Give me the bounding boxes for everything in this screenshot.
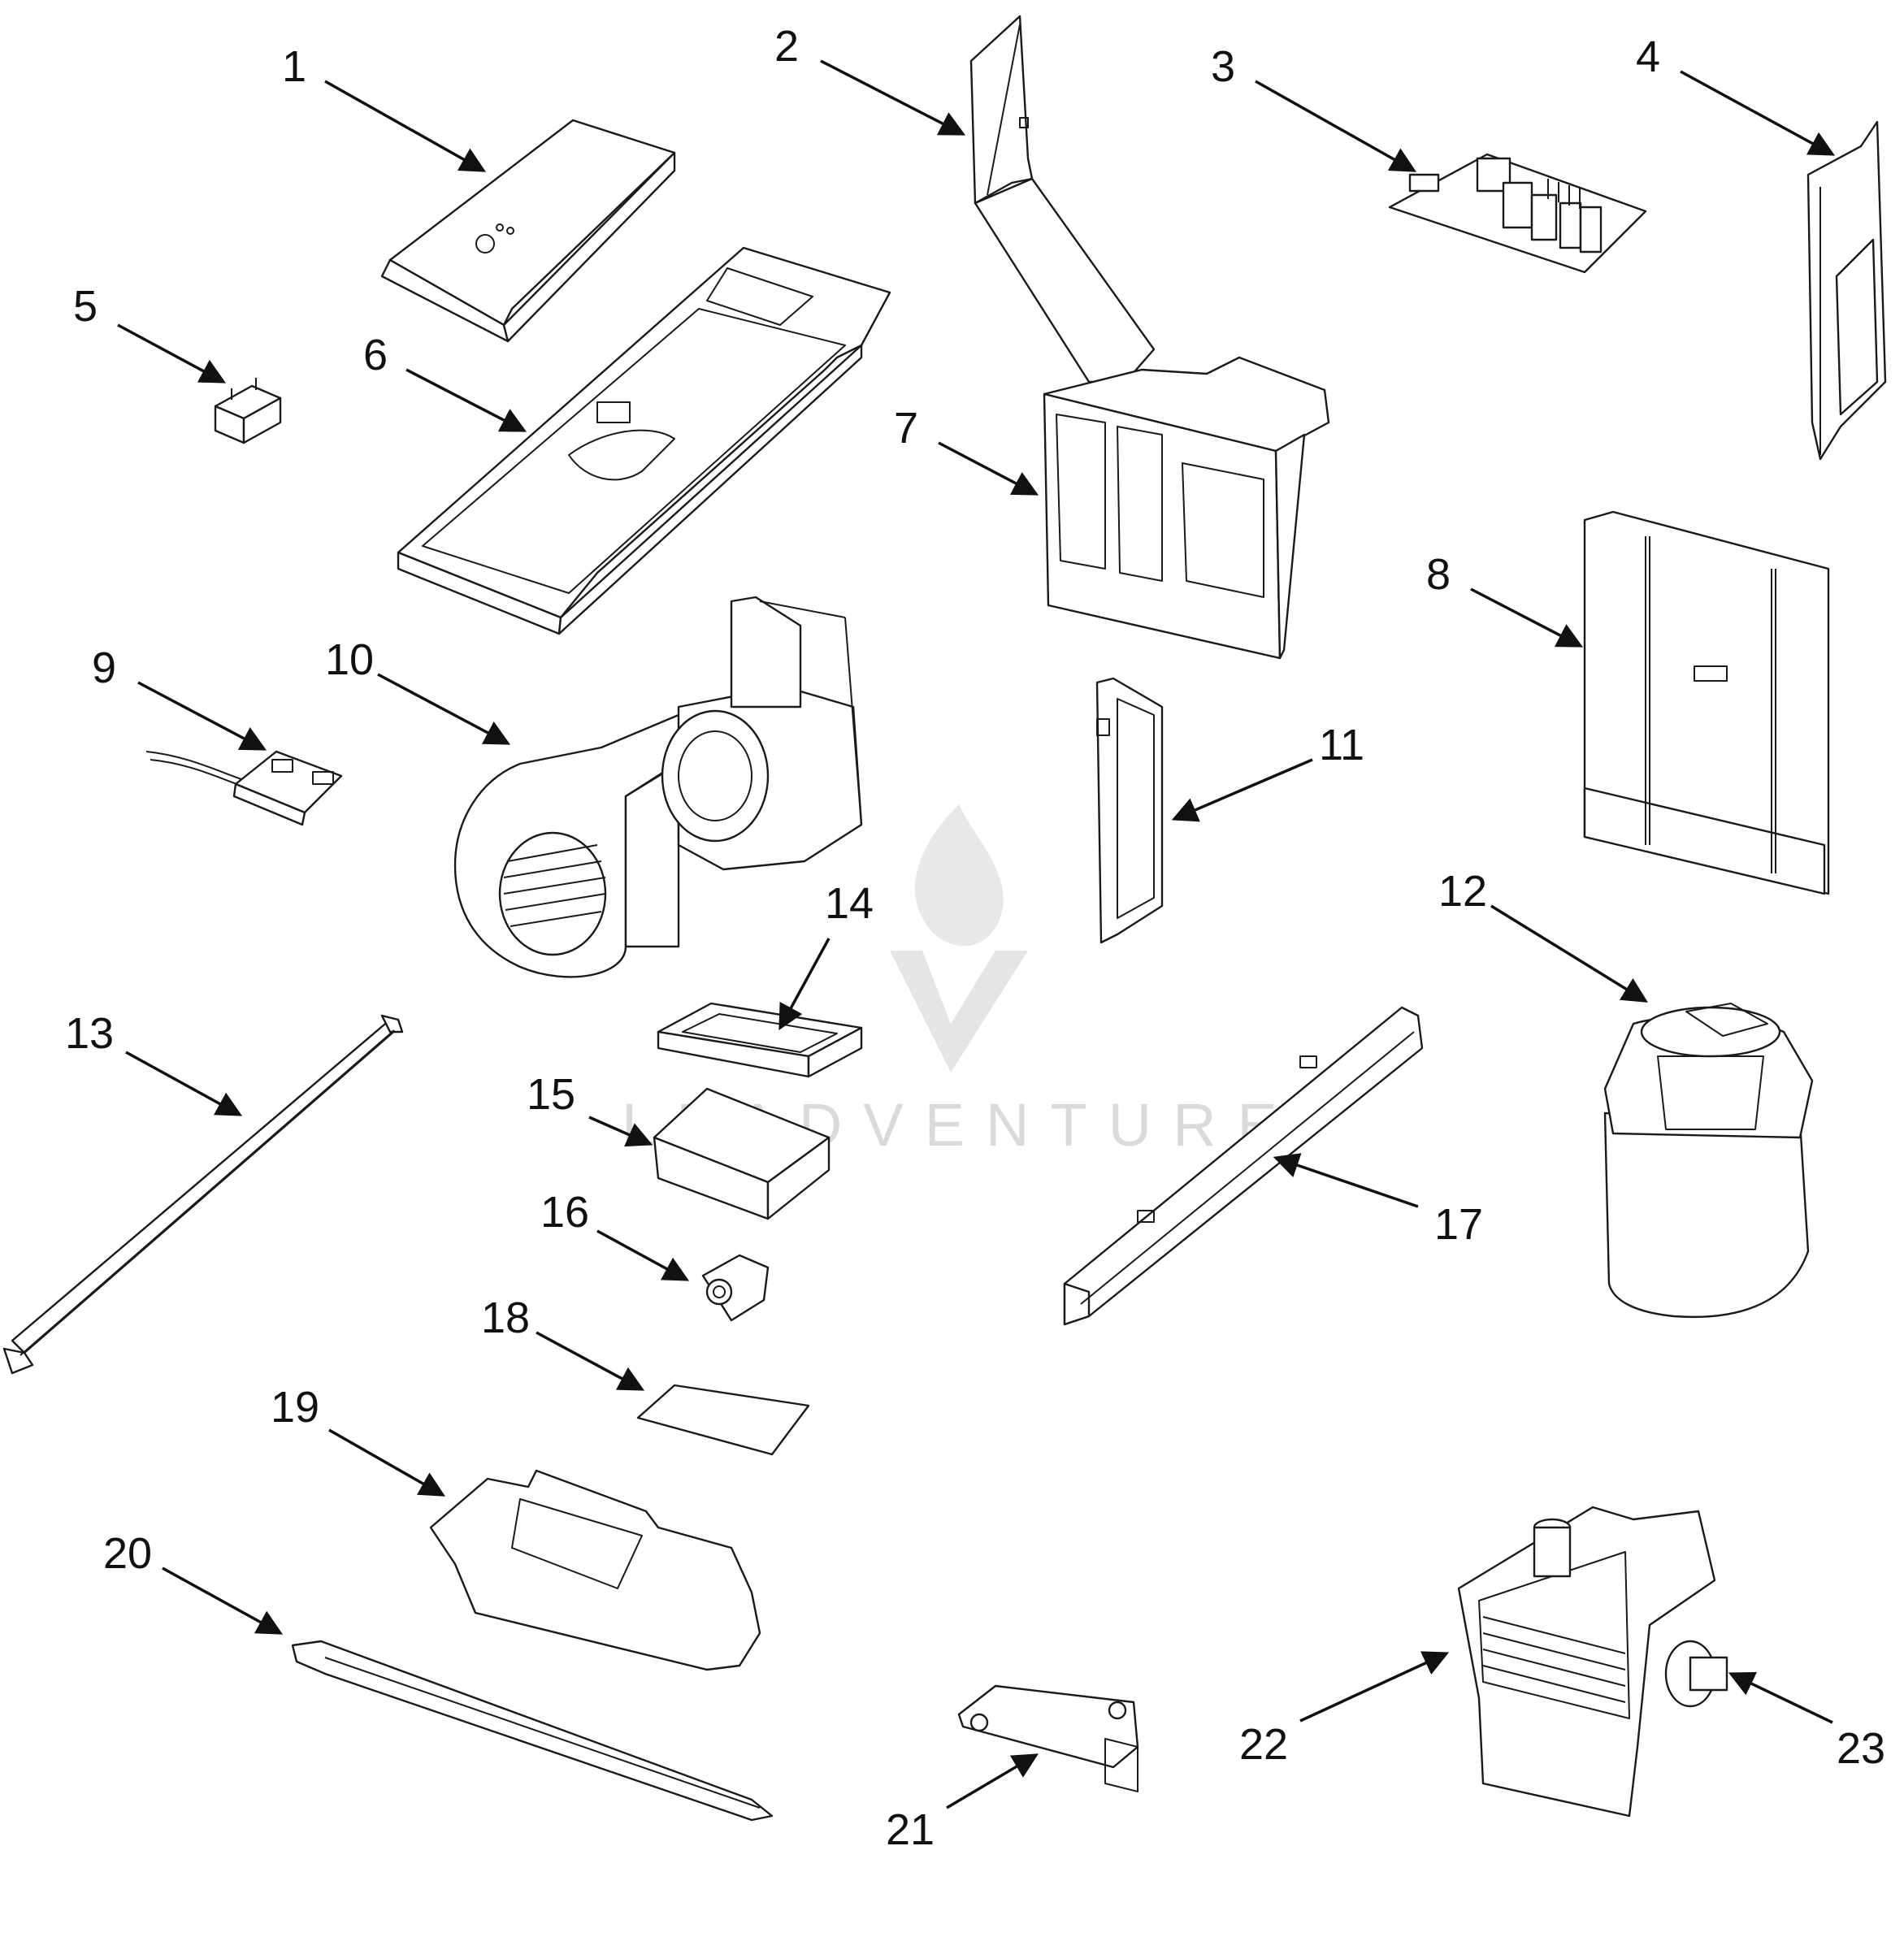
callout-label-22: 22 [1239, 1720, 1288, 1769]
part-18-cover-plate [636, 1384, 810, 1456]
arrow-19 [328, 1428, 446, 1497]
part-22-magnetron [1457, 1506, 1716, 1818]
callout-label-6: 6 [363, 331, 388, 379]
arrow-10 [377, 673, 511, 745]
callout-label-11: 11 [1319, 721, 1364, 769]
arrow-6 [406, 368, 527, 432]
arrow-11 [1171, 758, 1313, 822]
part-4-side-bracket [1806, 120, 1887, 461]
arrow-8 [1470, 587, 1584, 648]
part-11-side-bracket [1095, 677, 1164, 944]
callout-arrows [117, 59, 1836, 1809]
part-8-rear-panel [1583, 510, 1830, 895]
arrow-21 [946, 1753, 1039, 1809]
part-21-small-bracket [957, 1684, 1139, 1792]
part-14-filter-tray [657, 1002, 863, 1078]
callout-label-18: 18 [481, 1294, 530, 1342]
callout-label-5: 5 [73, 282, 98, 331]
arrow-17 [1273, 1153, 1419, 1208]
arrow-7 [938, 441, 1039, 496]
part-13-rail [2, 1014, 404, 1375]
callout-label-10: 10 [325, 635, 374, 684]
arrow-15 [588, 1116, 653, 1147]
callout-label-2: 2 [774, 22, 799, 71]
callout-label-7: 7 [894, 404, 918, 453]
arrow-9 [137, 681, 267, 751]
arrow-23 [1728, 1671, 1833, 1724]
callout-labels: 1 2 3 4 5 6 7 8 9 10 11 12 13 14 15 16 1… [65, 22, 1885, 1854]
part-17-support-rail [1063, 1006, 1424, 1326]
callout-label-3: 3 [1211, 42, 1235, 91]
part-10-blower-assembly [453, 596, 863, 978]
callout-label-23: 23 [1837, 1724, 1885, 1773]
part-7-waveguide-housing [1043, 356, 1330, 660]
part-19-lamp-housing [429, 1469, 761, 1671]
arrow-12 [1490, 904, 1648, 1003]
callout-label-1: 1 [282, 42, 306, 91]
callout-label-13: 13 [65, 1009, 114, 1058]
part-12-motor [1603, 1003, 1814, 1319]
arrow-14 [779, 938, 831, 1031]
part-15-channel [653, 1087, 831, 1220]
arrow-4 [1680, 70, 1836, 156]
callout-label-17: 17 [1434, 1200, 1483, 1249]
callout-label-12: 12 [1438, 867, 1487, 916]
callout-label-4: 4 [1636, 32, 1660, 81]
part-2-hinged-bracket [969, 15, 1156, 384]
part-9-switch [145, 750, 343, 826]
arrow-18 [536, 1331, 645, 1391]
part-5-capacitor [214, 378, 282, 444]
part-23-terminal [1664, 1640, 1728, 1708]
arrow-5 [117, 323, 227, 384]
part-6-vent-cover [397, 246, 891, 635]
callout-label-9: 9 [92, 644, 116, 692]
arrow-1 [324, 80, 487, 172]
callout-label-14: 14 [825, 879, 874, 928]
arrow-22 [1299, 1651, 1450, 1722]
part-16-sensor [701, 1254, 770, 1322]
arrow-16 [596, 1229, 690, 1281]
callout-label-8: 8 [1426, 550, 1451, 599]
arrow-3 [1255, 80, 1417, 172]
arrow-2 [820, 59, 966, 136]
callout-label-16: 16 [540, 1188, 589, 1237]
part-3-control-board [1388, 153, 1647, 274]
callout-label-19: 19 [271, 1383, 319, 1432]
part-1-top-cover [380, 119, 676, 343]
callout-label-20: 20 [103, 1529, 152, 1578]
part-20-front-trim [291, 1640, 774, 1822]
callout-label-15: 15 [527, 1070, 575, 1119]
arrow-20 [162, 1566, 284, 1635]
callout-label-21: 21 [886, 1805, 935, 1854]
arrow-13 [125, 1051, 243, 1116]
